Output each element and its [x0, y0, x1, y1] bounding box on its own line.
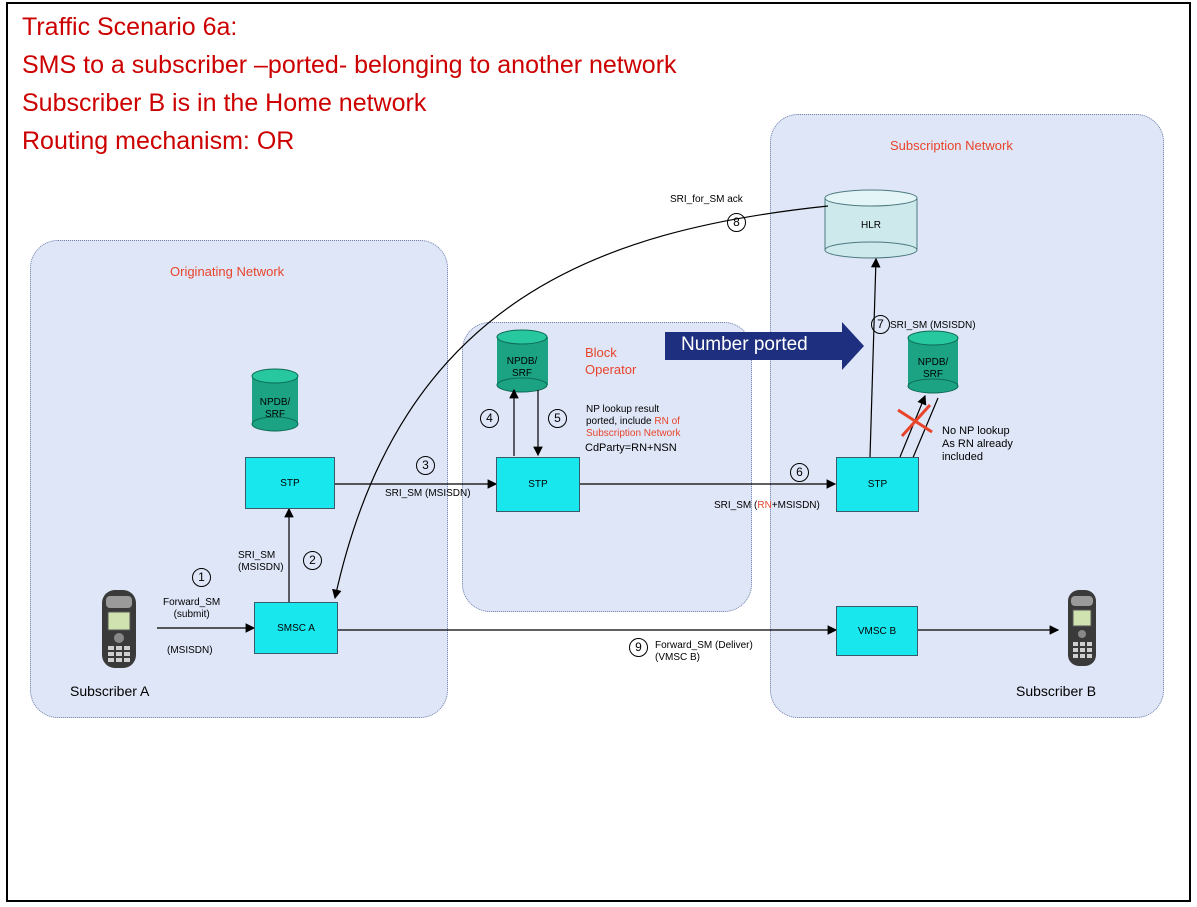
- hlr-label: HLR: [860, 220, 881, 231]
- vmsc-b: VMSC B: [836, 606, 918, 656]
- block-operator-label-text: Block Operator: [585, 345, 637, 377]
- number-ported-arrow: [665, 322, 864, 370]
- cdparty-label: CdParty=RN+NSN: [585, 442, 677, 454]
- stp-subscription: STP: [836, 457, 919, 512]
- subscriber-b-label: Subscriber B: [1016, 683, 1097, 699]
- step-5: 5: [548, 409, 567, 428]
- stp-originating: STP: [245, 457, 335, 509]
- npdb-orig-label: NPDB/ SRF: [259, 397, 291, 420]
- hlr-cylinder: [824, 189, 918, 259]
- forward-sm-deliver-label: Forward_SM (Deliver) (VMSC B): [655, 640, 753, 663]
- arrow-substp-to-hlr: [869, 257, 881, 458]
- subscription-network-label: Subscription Network: [890, 138, 1013, 153]
- sri-sm-6-pre: SRI_SM (: [714, 500, 758, 511]
- title-line-4: Routing mechanism: OR: [22, 127, 295, 155]
- npdb-block-cylinder: [496, 329, 548, 393]
- sri-sm-6-label: SRI_SM (RN+MSISDN): [714, 500, 820, 512]
- title-line-2: SMS to a subscriber –ported- belonging t…: [22, 51, 677, 79]
- step-3: 3: [416, 456, 435, 475]
- title-line-3: Subscriber B is in the Home network: [22, 89, 427, 117]
- originating-network-label: Originating Network: [170, 264, 285, 279]
- no-np-lookup-label: No NP lookup As RN already included: [942, 425, 1013, 463]
- step-8: 8: [727, 213, 746, 232]
- step-1: 1: [192, 568, 211, 587]
- title-line-1: Traffic Scenario 6a:: [22, 13, 238, 41]
- arrow-hlr-to-smsc: [332, 205, 829, 600]
- subscriber-a-label: Subscriber A: [70, 683, 150, 699]
- smsc-a: SMSC A: [254, 602, 338, 654]
- sri-ack-label: SRI_for_SM ack: [670, 194, 743, 205]
- sri-sm-orig-label: SRI_SM (MSISDN): [238, 550, 284, 573]
- slide-frame: [6, 2, 1191, 902]
- sri-sm-6-rn: RN: [757, 500, 772, 511]
- step-2: 2: [303, 551, 322, 570]
- mobile-phone-icon-a: [102, 590, 136, 668]
- mobile-phone-icon-b: [1068, 590, 1096, 666]
- sri-sm-3-label: SRI_SM (MSISDN): [385, 488, 471, 499]
- npdb-sub-label: NPDB/ SRF: [917, 357, 949, 380]
- step-6: 6: [790, 463, 809, 482]
- npdb-orig-cylinder: [251, 368, 299, 432]
- stp-block-operator: STP: [496, 457, 580, 512]
- cross-mark-icon: [897, 403, 933, 438]
- block-operator-label: Block Operator: [585, 344, 636, 378]
- np-lookup-result-label: NP lookup result ported, include RN of S…: [586, 404, 680, 440]
- msisdn-a-label: (MSISDN): [167, 645, 213, 656]
- number-ported-banner: Number ported: [681, 334, 808, 355]
- step-7: 7: [871, 315, 890, 334]
- sri-sm-7-label: SRI_SM (MSISDN): [890, 320, 976, 331]
- np-lookup-text: NP lookup result ported, include: [586, 404, 660, 427]
- step-4: 4: [480, 409, 499, 428]
- np-lookup-rn-text: RN of Subscription Network: [586, 416, 681, 439]
- forward-sm-submit-label: Forward_SM (submit): [163, 597, 221, 620]
- sri-sm-6-post: +MSISDN): [771, 500, 820, 511]
- npdb-sub-cylinder: [907, 330, 959, 394]
- step-9: 9: [629, 638, 648, 657]
- npdb-block-label: NPDB/ SRF: [506, 356, 538, 379]
- originating-network-region: [30, 240, 448, 718]
